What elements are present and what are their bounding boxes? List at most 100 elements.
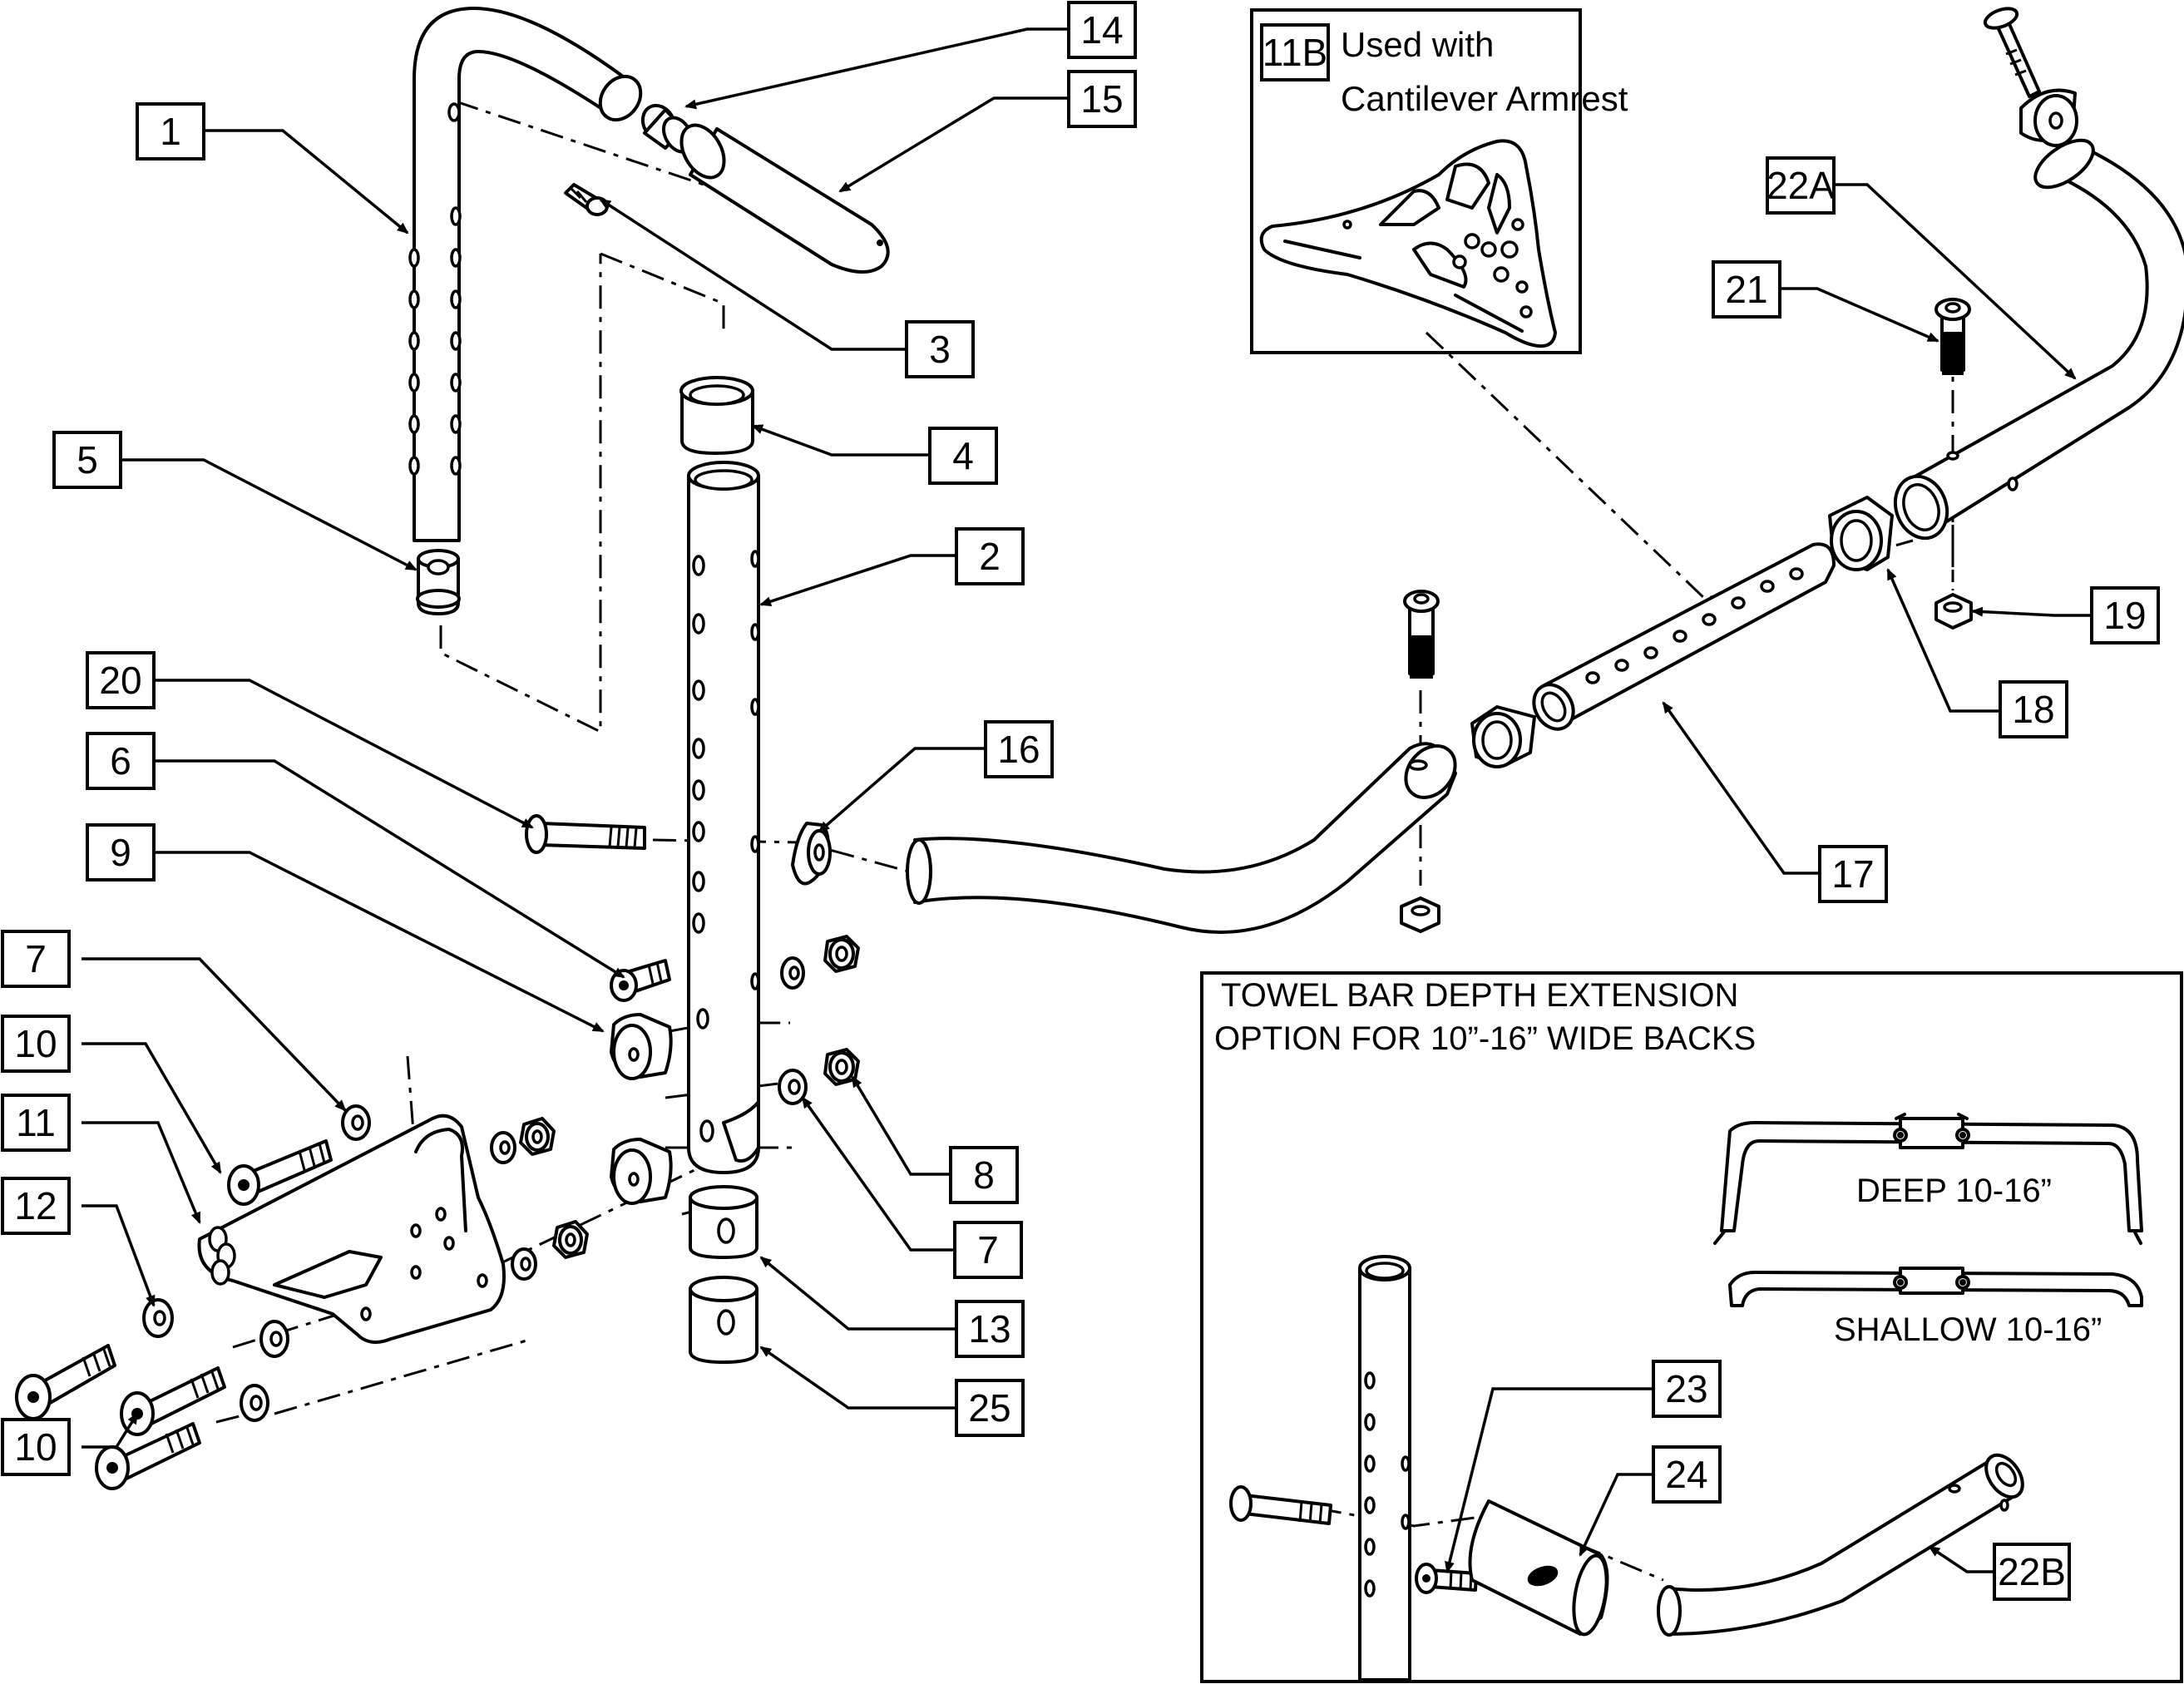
part-24-clamp-body xyxy=(1468,1499,1609,1637)
part-12-washer xyxy=(142,1298,174,1338)
svg-text:11B: 11B xyxy=(1262,31,1327,74)
shallow-label: SHALLOW 10-16” xyxy=(1834,1311,2102,1348)
part-22b-bent-tube xyxy=(1657,1453,2024,1637)
callout-2: 2 xyxy=(955,527,1025,585)
towel-bar-title-line1: TOWEL BAR DEPTH EXTENSION xyxy=(1221,977,1738,1014)
callout-10b: 10 xyxy=(1,1418,71,1476)
callout-19: 19 xyxy=(2090,586,2160,644)
part-16-cam-clamp xyxy=(791,822,832,886)
part-9-spacer-block xyxy=(610,1013,673,1080)
part-18-clamp-sleeve xyxy=(1828,496,1894,571)
svg-text:12: 12 xyxy=(14,1184,57,1227)
svg-text:17: 17 xyxy=(1831,852,1874,896)
washers-nuts-upper xyxy=(780,935,860,990)
part-1-holes xyxy=(408,206,462,476)
part-15-handle-grip xyxy=(679,123,890,274)
svg-text:13: 13 xyxy=(968,1307,1010,1351)
part-17-perforated-tube xyxy=(1532,542,1836,731)
callout-17: 17 xyxy=(1818,845,1888,903)
callout-22b: 22B xyxy=(1993,1543,2071,1601)
callout-24: 24 xyxy=(1652,1445,1722,1504)
part-23-screw xyxy=(1415,1563,1478,1594)
callout-13: 13 xyxy=(955,1300,1025,1358)
svg-text:24: 24 xyxy=(1665,1453,1707,1496)
svg-text:20: 20 xyxy=(99,659,141,702)
part-7-washer-lower xyxy=(778,1069,808,1105)
inset-11b-line2: Cantilever Armrest xyxy=(1341,79,1628,118)
svg-text:15: 15 xyxy=(1080,77,1123,121)
shallow-towel-bar xyxy=(1728,1267,2143,1307)
callout-7a: 7 xyxy=(1,930,71,988)
part-2-main-tube xyxy=(687,461,760,1174)
svg-text:1: 1 xyxy=(160,110,181,153)
svg-text:16: 16 xyxy=(997,728,1040,771)
callout-5: 5 xyxy=(52,431,122,489)
callout-1: 1 xyxy=(136,102,205,160)
part-22a-bent-towel-bar xyxy=(1893,138,2184,541)
part-9b-spacer-block xyxy=(610,1138,673,1205)
part-7-washer-left xyxy=(341,1104,371,1141)
callout-20: 20 xyxy=(86,651,156,709)
callout-22a: 22A xyxy=(1766,156,1836,215)
part-1-bent-tube xyxy=(408,7,643,542)
callout-9: 9 xyxy=(86,823,156,882)
deep-label: DEEP 10-16” xyxy=(1856,1173,2052,1209)
callout-16: 16 xyxy=(984,720,1054,778)
svg-text:18: 18 xyxy=(2012,688,2054,731)
callouts: 1 14 15 3 4 5 2 20 16 6 9 7 10 11 12 10 … xyxy=(1,1,2160,1601)
towel-bar-bolt xyxy=(1403,590,1440,679)
svg-text:6: 6 xyxy=(110,739,131,783)
part-6-screw xyxy=(610,959,671,1002)
callout-18: 18 xyxy=(1999,680,2068,738)
callout-23: 23 xyxy=(1652,1360,1722,1418)
callout-10a: 10 xyxy=(1,1015,71,1073)
svg-text:11: 11 xyxy=(16,1101,56,1144)
callout-11: 11 xyxy=(1,1094,71,1152)
part-2-holes xyxy=(692,550,760,1143)
svg-text:10: 10 xyxy=(14,1425,57,1469)
part-19-nut xyxy=(1934,593,1973,630)
svg-text:3: 3 xyxy=(929,328,951,371)
part-10-bolt-upper xyxy=(227,1139,333,1206)
towel-bar-nut xyxy=(1400,896,1440,933)
svg-text:22A: 22A xyxy=(1766,164,1835,207)
svg-text:14: 14 xyxy=(1080,8,1123,52)
part-21-bolt xyxy=(1934,298,1971,375)
assembly-center-lines xyxy=(215,100,1954,1582)
callout-4: 4 xyxy=(928,427,998,485)
inset-vertical-tube xyxy=(1358,1255,1411,1682)
callout-6: 6 xyxy=(86,732,156,790)
callout-3: 3 xyxy=(905,320,975,378)
callout-14: 14 xyxy=(1067,1,1137,59)
callout-8: 8 xyxy=(949,1146,1019,1204)
inset-11b xyxy=(1250,8,1582,354)
clamp-sleeve xyxy=(1470,705,1536,768)
part-22a-end-cap xyxy=(1983,7,2078,147)
part-17-towel-bar xyxy=(906,742,1457,934)
callout-11b: 11B xyxy=(1260,23,1330,81)
svg-text:23: 23 xyxy=(1665,1367,1707,1410)
callout-21: 21 xyxy=(1712,260,1781,319)
callout-7b: 7 xyxy=(953,1221,1023,1279)
svg-text:10: 10 xyxy=(14,1022,57,1065)
leader-lines xyxy=(82,27,2092,1573)
part-5-bushing xyxy=(416,549,461,615)
part-25-collar xyxy=(689,1276,758,1364)
part-11-bracket-plate xyxy=(197,1114,506,1344)
svg-text:22B: 22B xyxy=(1998,1550,2066,1593)
inset-bolt-left xyxy=(1229,1485,1332,1525)
part-3-screw xyxy=(564,183,609,216)
deep-towel-bar xyxy=(1713,1113,2143,1245)
svg-text:2: 2 xyxy=(979,535,1001,578)
svg-text:7: 7 xyxy=(25,937,47,980)
inset-towel-bar-depth xyxy=(1200,971,2183,1683)
svg-text:9: 9 xyxy=(110,831,131,874)
part-20-long-bolt xyxy=(525,814,646,854)
callout-15: 15 xyxy=(1067,70,1137,128)
svg-text:4: 4 xyxy=(952,434,974,477)
towel-bar-title-line2: OPTION FOR 10”-16” WIDE BACKS xyxy=(1214,1020,1756,1057)
part-11b-plate xyxy=(1259,139,1557,348)
callout-25: 25 xyxy=(955,1379,1025,1437)
svg-text:7: 7 xyxy=(977,1228,999,1272)
svg-text:5: 5 xyxy=(77,438,98,481)
